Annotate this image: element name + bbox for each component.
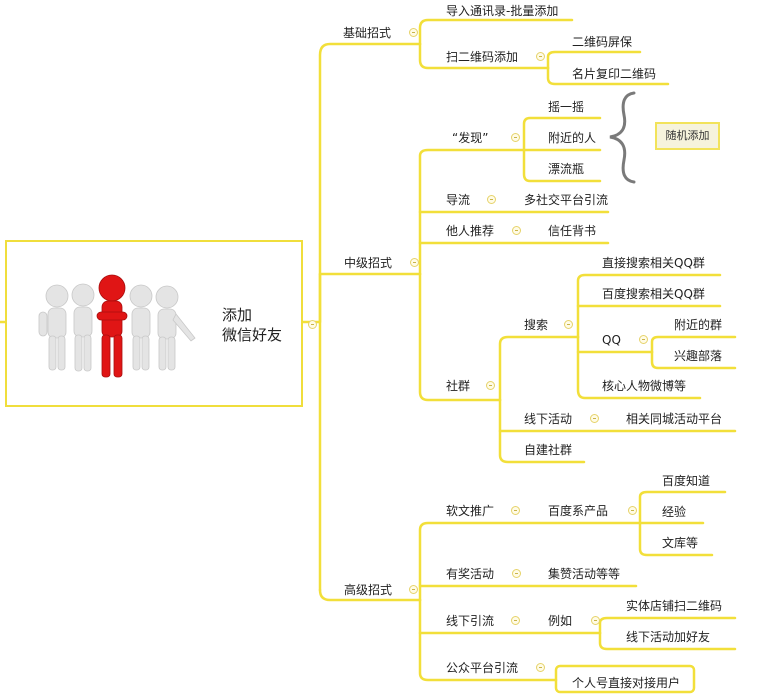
mindmap-node[interactable]: 摇一摇 <box>548 100 585 114</box>
collapse-icon[interactable] <box>591 616 600 625</box>
collapse-icon[interactable] <box>536 663 545 672</box>
brace-icon <box>609 91 636 184</box>
mindmap-node[interactable]: 直接搜索相关QQ群 <box>602 256 705 270</box>
mindmap-node[interactable]: 个人号直接对接用户 <box>572 676 681 690</box>
mindmap-node[interactable]: 导流 <box>446 193 471 207</box>
mindmap-node[interactable]: 线下活动 <box>524 412 573 426</box>
mindmap-node[interactable]: 扫二维码添加 <box>446 50 519 64</box>
collapse-icon[interactable] <box>590 414 599 423</box>
mindmap-node[interactable]: 附近的人 <box>548 131 597 145</box>
collapse-icon[interactable] <box>487 195 496 204</box>
mindmap-node[interactable]: 百度系产品 <box>548 504 609 518</box>
collapse-icon[interactable] <box>308 320 317 329</box>
root-title: 添加 微信好友 <box>222 306 283 344</box>
collapse-icon[interactable] <box>409 28 418 37</box>
mindmap-node[interactable]: 核心人物微博等 <box>602 379 687 393</box>
collapse-icon[interactable] <box>639 335 648 344</box>
mindmap-node[interactable]: 百度知道 <box>662 474 711 488</box>
collapse-icon[interactable] <box>409 585 418 594</box>
mindmap-node[interactable]: 兴趣部落 <box>674 349 723 363</box>
mindmap-node[interactable]: 公众平台引流 <box>446 661 519 675</box>
mindmap-node[interactable]: 社群 <box>446 379 471 393</box>
mindmap-node[interactable]: 他人推荐 <box>446 224 495 238</box>
random-add-callout[interactable]: 随机添加 <box>655 122 720 150</box>
collapse-icon[interactable] <box>511 616 520 625</box>
mindmap-node[interactable]: 名片复印二维码 <box>572 67 657 81</box>
mindmap-node[interactable]: 二维码屏保 <box>572 35 633 49</box>
collapse-icon[interactable] <box>564 320 573 329</box>
collapse-icon[interactable] <box>536 52 545 61</box>
collapse-icon[interactable] <box>512 569 521 578</box>
mindmap-node[interactable]: 线下活动加好友 <box>626 630 711 644</box>
mindmap-node[interactable]: 信任背书 <box>548 224 597 238</box>
collapse-icon[interactable] <box>511 133 520 142</box>
collapse-icon[interactable] <box>486 381 495 390</box>
mindmap-node[interactable]: 附近的群 <box>674 318 723 332</box>
mindmap-node[interactable]: 百度搜索相关QQ群 <box>602 287 705 301</box>
mindmap-node[interactable]: 漂流瓶 <box>548 162 585 176</box>
collapse-icon[interactable] <box>628 506 637 515</box>
team-people-icon <box>38 274 196 378</box>
mindmap-node[interactable]: 基础招式 <box>343 26 392 40</box>
mindmap-node[interactable]: 软文推广 <box>446 504 495 518</box>
collapse-icon[interactable] <box>511 506 520 515</box>
collapse-icon[interactable] <box>512 226 521 235</box>
mindmap-node[interactable]: 中级招式 <box>344 256 393 270</box>
mindmap-node[interactable]: 导入通讯录-批量添加 <box>446 4 559 18</box>
mindmap-node[interactable]: 有奖活动 <box>446 567 495 581</box>
mindmap-node[interactable]: 文库等 <box>662 536 699 550</box>
mindmap-node[interactable]: 自建社群 <box>524 443 573 457</box>
mindmap-node[interactable]: 线下引流 <box>446 614 495 628</box>
collapse-icon[interactable] <box>410 258 419 267</box>
mindmap-node[interactable]: 搜索 <box>524 318 549 332</box>
mindmap-node[interactable]: 经验 <box>662 505 687 519</box>
mindmap-node[interactable]: 高级招式 <box>344 583 393 597</box>
mindmap-node[interactable]: 实体店铺扫二维码 <box>626 599 723 613</box>
mindmap-node[interactable]: “发现” <box>452 131 489 145</box>
mindmap-node[interactable]: 例如 <box>548 614 573 628</box>
mindmap-node[interactable]: 相关同城活动平台 <box>626 412 723 426</box>
mindmap-node[interactable]: QQ <box>602 333 621 347</box>
mindmap-node[interactable]: 集赞活动等等 <box>548 567 621 581</box>
mindmap-node[interactable]: 多社交平台引流 <box>524 193 609 207</box>
